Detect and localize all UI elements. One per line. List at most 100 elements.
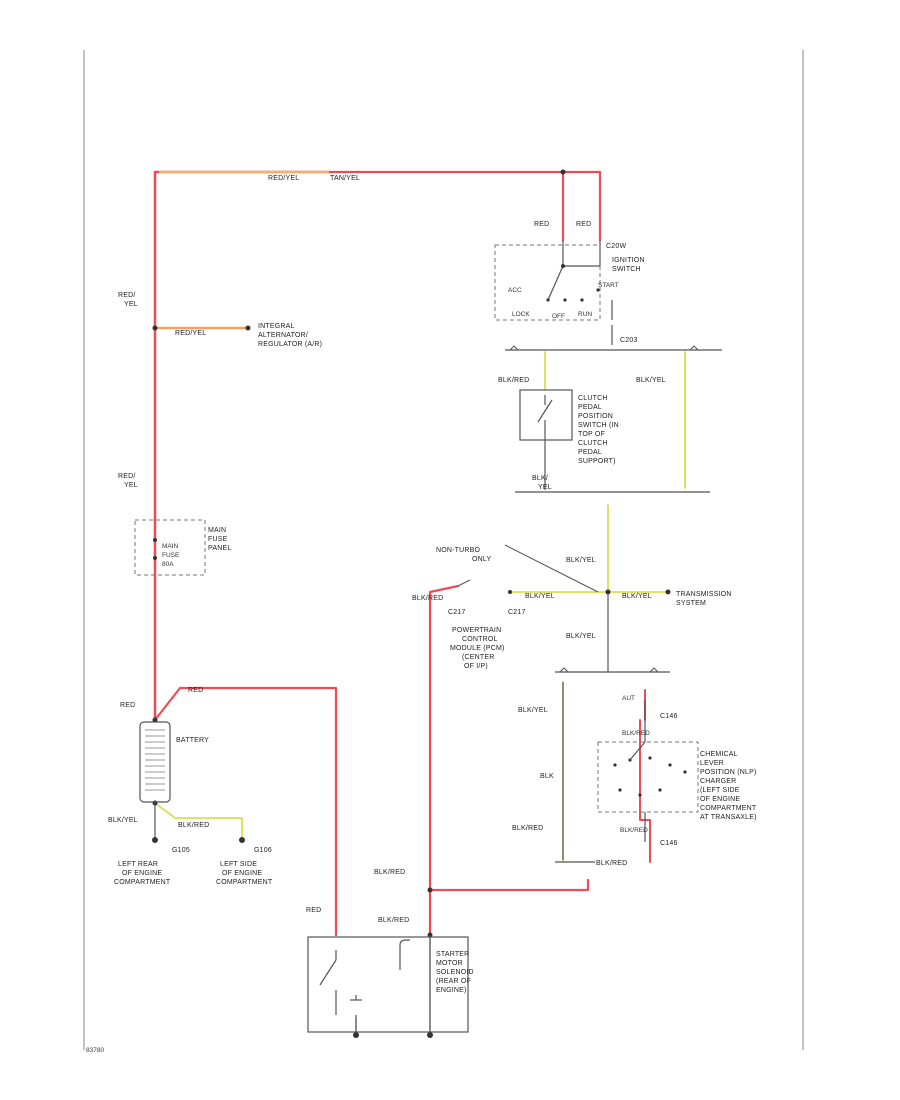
transmission-label-2: SYSTEM — [676, 600, 706, 607]
ground-wire-left-label: BLK/YEL — [108, 817, 138, 824]
tr-switch-label-2: LEVER — [700, 760, 724, 767]
clutch-switch-label-5: TOP OF — [578, 431, 605, 438]
ignition-switch-label-1: IGNITION — [612, 257, 645, 264]
blk-red-bottom-label: BLK/RED — [596, 860, 627, 867]
fuse-panel-label-1: MAIN — [208, 527, 226, 534]
starter-motor-solenoid — [307, 936, 469, 1033]
c217-label-b: C217 — [508, 609, 526, 616]
switch-connector-label: C20W — [606, 243, 626, 250]
blk-yel-vertical-3: BLK/YEL — [518, 707, 548, 714]
red-yel-label-2a: RED/ — [118, 473, 136, 480]
red-yel-label-1b: YEL — [124, 301, 138, 308]
tr-switch-label-1: CHEMICAL — [700, 751, 738, 758]
alternator-label-1: INTEGRAL — [258, 323, 295, 330]
tr-switch-label-4: CHARGER — [700, 778, 736, 785]
pcm-label-1: POWERTRAIN — [452, 627, 501, 634]
connector-c203 — [505, 345, 722, 351]
footer-id: 83780 — [86, 1047, 104, 1054]
transmission-range-connector — [555, 667, 670, 863]
transmission-range-switch — [597, 700, 699, 842]
tr-switch-label-3: POSITION (NLP) — [700, 769, 756, 776]
clutch-out-wire-label: BLK/YEL — [636, 377, 666, 384]
c146-label-b: C146 — [660, 840, 678, 847]
clutch-switch-label-8: SUPPORT) — [578, 458, 616, 465]
blk-red-mid-label: BLK/RED — [374, 869, 405, 876]
c146-label-a: C146 — [660, 713, 678, 720]
fuse-link-label-3: 80A — [162, 561, 174, 568]
starter-label-1: STARTER — [436, 951, 469, 958]
red-yel-label-1a: RED/ — [118, 292, 136, 299]
clutch-switch-label-1: CLUTCH — [578, 395, 608, 402]
switch-start-label: START — [598, 282, 619, 289]
alternator-wire-label: RED/YEL — [175, 330, 206, 337]
ground-left-label-3: COMPARTMENT — [114, 879, 171, 886]
pcm-out-wire-label: BLK/YEL — [525, 593, 555, 600]
blk-yel-label-b: YEL — [538, 484, 552, 491]
dark-wires — [154, 325, 613, 1035]
ground-left-label-2: OF ENGINE — [122, 870, 162, 877]
clutch-switch-label-3: POSITION — [578, 413, 613, 420]
switch-wire-right-label: RED — [576, 221, 591, 228]
blk-yel-vertical-2: BLK/YEL — [566, 633, 596, 640]
transmission-label-1: TRANSMISSION — [676, 591, 732, 598]
ground-left-label-1: LEFT REAR — [118, 861, 158, 868]
clutch-switch-label-6: CLUTCH — [578, 440, 608, 447]
pcm-label-4: (CENTER — [462, 654, 495, 661]
ground-wire-right-label: BLK/RED — [178, 822, 209, 829]
ground-right-label-1: LEFT SIDE — [220, 861, 257, 868]
clutch-pedal-switch — [515, 389, 710, 493]
top-wire-left-label: RED/YEL — [268, 175, 299, 182]
battery-label: BATTERY — [176, 737, 209, 744]
starter-label-5: ENGINE) — [436, 987, 467, 994]
main-fuse-panel — [134, 519, 206, 576]
alternator-label-3: REGULATOR (A/R) — [258, 341, 322, 348]
starter-label-4: (REAR OF — [436, 978, 471, 985]
tr-switch-label-7: COMPARTMENT — [700, 805, 757, 812]
blk-yel-label-a: BLK/ — [532, 475, 548, 482]
pcm-label-3: MODULE (PCM) — [450, 645, 505, 652]
alternator-label-2: ALTERNATOR/ — [258, 332, 308, 339]
non-turbo-label-1: NON-TURBO — [436, 547, 481, 554]
switch-wire-left-label: RED — [534, 221, 549, 228]
pcm-label-2: CONTROL — [462, 636, 498, 643]
blk-red-low-label: BLK/RED — [512, 825, 543, 832]
tr-aut-label: AUT — [622, 695, 635, 702]
tr-switch-label-8: AT TRANSAXLE) — [700, 814, 757, 821]
starter-label-2: MOTOR — [436, 960, 463, 967]
battery — [139, 721, 171, 803]
red-yel-label-2b: YEL — [124, 482, 138, 489]
starter-label-3: SOLENOID — [436, 969, 474, 976]
fuse-link-label-1: MAIN — [162, 543, 179, 550]
pcm-leader-lines — [457, 544, 599, 593]
tr-switch-label-6: OF ENGINE — [700, 796, 740, 803]
starter-red-label: RED — [306, 907, 321, 914]
fuse-link-label-2: FUSE — [162, 552, 180, 559]
pcm-left-wire-label: BLK/RED — [412, 595, 443, 602]
switch-lock-label: LOCK — [512, 311, 530, 318]
pcm-label-5: OF I/P) — [464, 663, 488, 670]
switch-run-label: RUN — [578, 311, 592, 318]
tr-red-label: BLK/RED — [620, 827, 648, 834]
clutch-switch-label-4: SWITCH (IN — [578, 422, 619, 429]
ground-right-label-3: COMPARTMENT — [216, 879, 273, 886]
blk-label: BLK — [540, 773, 554, 780]
fuse-panel-label-2: FUSE — [208, 536, 228, 543]
battery-wire-label-2: RED — [188, 687, 203, 694]
tr-blk-red-label: BLK/RED — [622, 730, 650, 737]
battery-wire-label: RED — [120, 702, 135, 709]
top-wire-right-label: TAN/YEL — [330, 175, 360, 182]
ground-right-label-2: OF ENGINE — [222, 870, 262, 877]
switch-off-label: OFF — [552, 313, 565, 320]
fuse-panel-label-3: PANEL — [208, 545, 231, 552]
blk-yel-vertical-1: BLK/YEL — [566, 557, 596, 564]
ignition-switch-label-2: SWITCH — [612, 266, 641, 273]
clutch-switch-label-7: PEDAL — [578, 449, 602, 456]
ignition-switch — [494, 240, 613, 321]
starter-blk-red-label: BLK/RED — [378, 917, 409, 924]
c217-label-a: C217 — [448, 609, 466, 616]
switch-acc-label: ACC — [508, 287, 522, 294]
g105-label: G105 — [172, 847, 190, 854]
red-wires — [153, 170, 651, 937]
clutch-in-wire-label: BLK/RED — [498, 377, 529, 384]
c203-label: C203 — [620, 337, 638, 344]
